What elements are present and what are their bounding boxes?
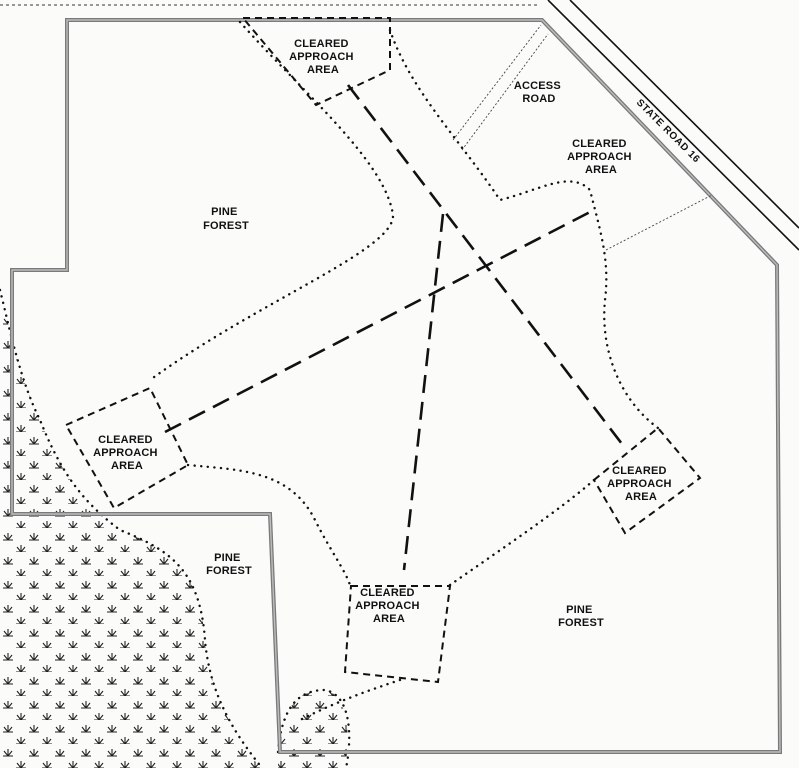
access-road-edge-1 [452, 24, 542, 141]
approach-box-right [592, 426, 702, 535]
clearing-edge-northeast [388, 28, 660, 430]
state-road-edge-inner [547, 0, 799, 251]
marsh-edge-south [276, 688, 351, 768]
label-cleared-approach-bottom: CLEARED APPROACH AREA [355, 587, 423, 625]
marsh-area-south [278, 690, 348, 768]
approach-box-bottom [343, 585, 452, 684]
label-pine-forest-se: PINE FOREST [558, 604, 604, 629]
marsh-area-west [0, 290, 260, 768]
clearing-edge-northwest [148, 20, 395, 382]
marsh-edge-west [0, 288, 264, 768]
label-cleared-approach-right-top: CLEARED APPROACH AREA [567, 138, 635, 176]
runway-centerline-nw-se [346, 84, 624, 445]
label-cleared-approach-left: CLEARED APPROACH AREA [93, 434, 161, 472]
runway-centerline-sw-ne [164, 210, 591, 434]
label-cleared-approach-top: CLEARED APPROACH AREA [289, 38, 357, 76]
clearing-edge-southwest [186, 463, 352, 587]
access-road-edge-2 [461, 33, 549, 151]
label-state-road-16: STATE ROAD 16 [634, 97, 702, 165]
label-pine-forest-nw: PINE FOREST [203, 206, 249, 232]
state-road-edge-outer [569, 0, 799, 229]
label-pine-forest-sw: PINE FOREST [206, 552, 252, 577]
clearing-edge-southeast [448, 478, 596, 587]
label-access-road: ACCESS ROAD [514, 80, 564, 105]
access-road-spur [605, 194, 713, 251]
approach-box-left [64, 386, 190, 510]
approach-box-top [240, 17, 391, 107]
runway-centerline-n-s [402, 213, 445, 571]
property-boundary-inner [11, 19, 781, 753]
label-cleared-approach-right: CLEARED APPROACH AREA [607, 465, 675, 503]
